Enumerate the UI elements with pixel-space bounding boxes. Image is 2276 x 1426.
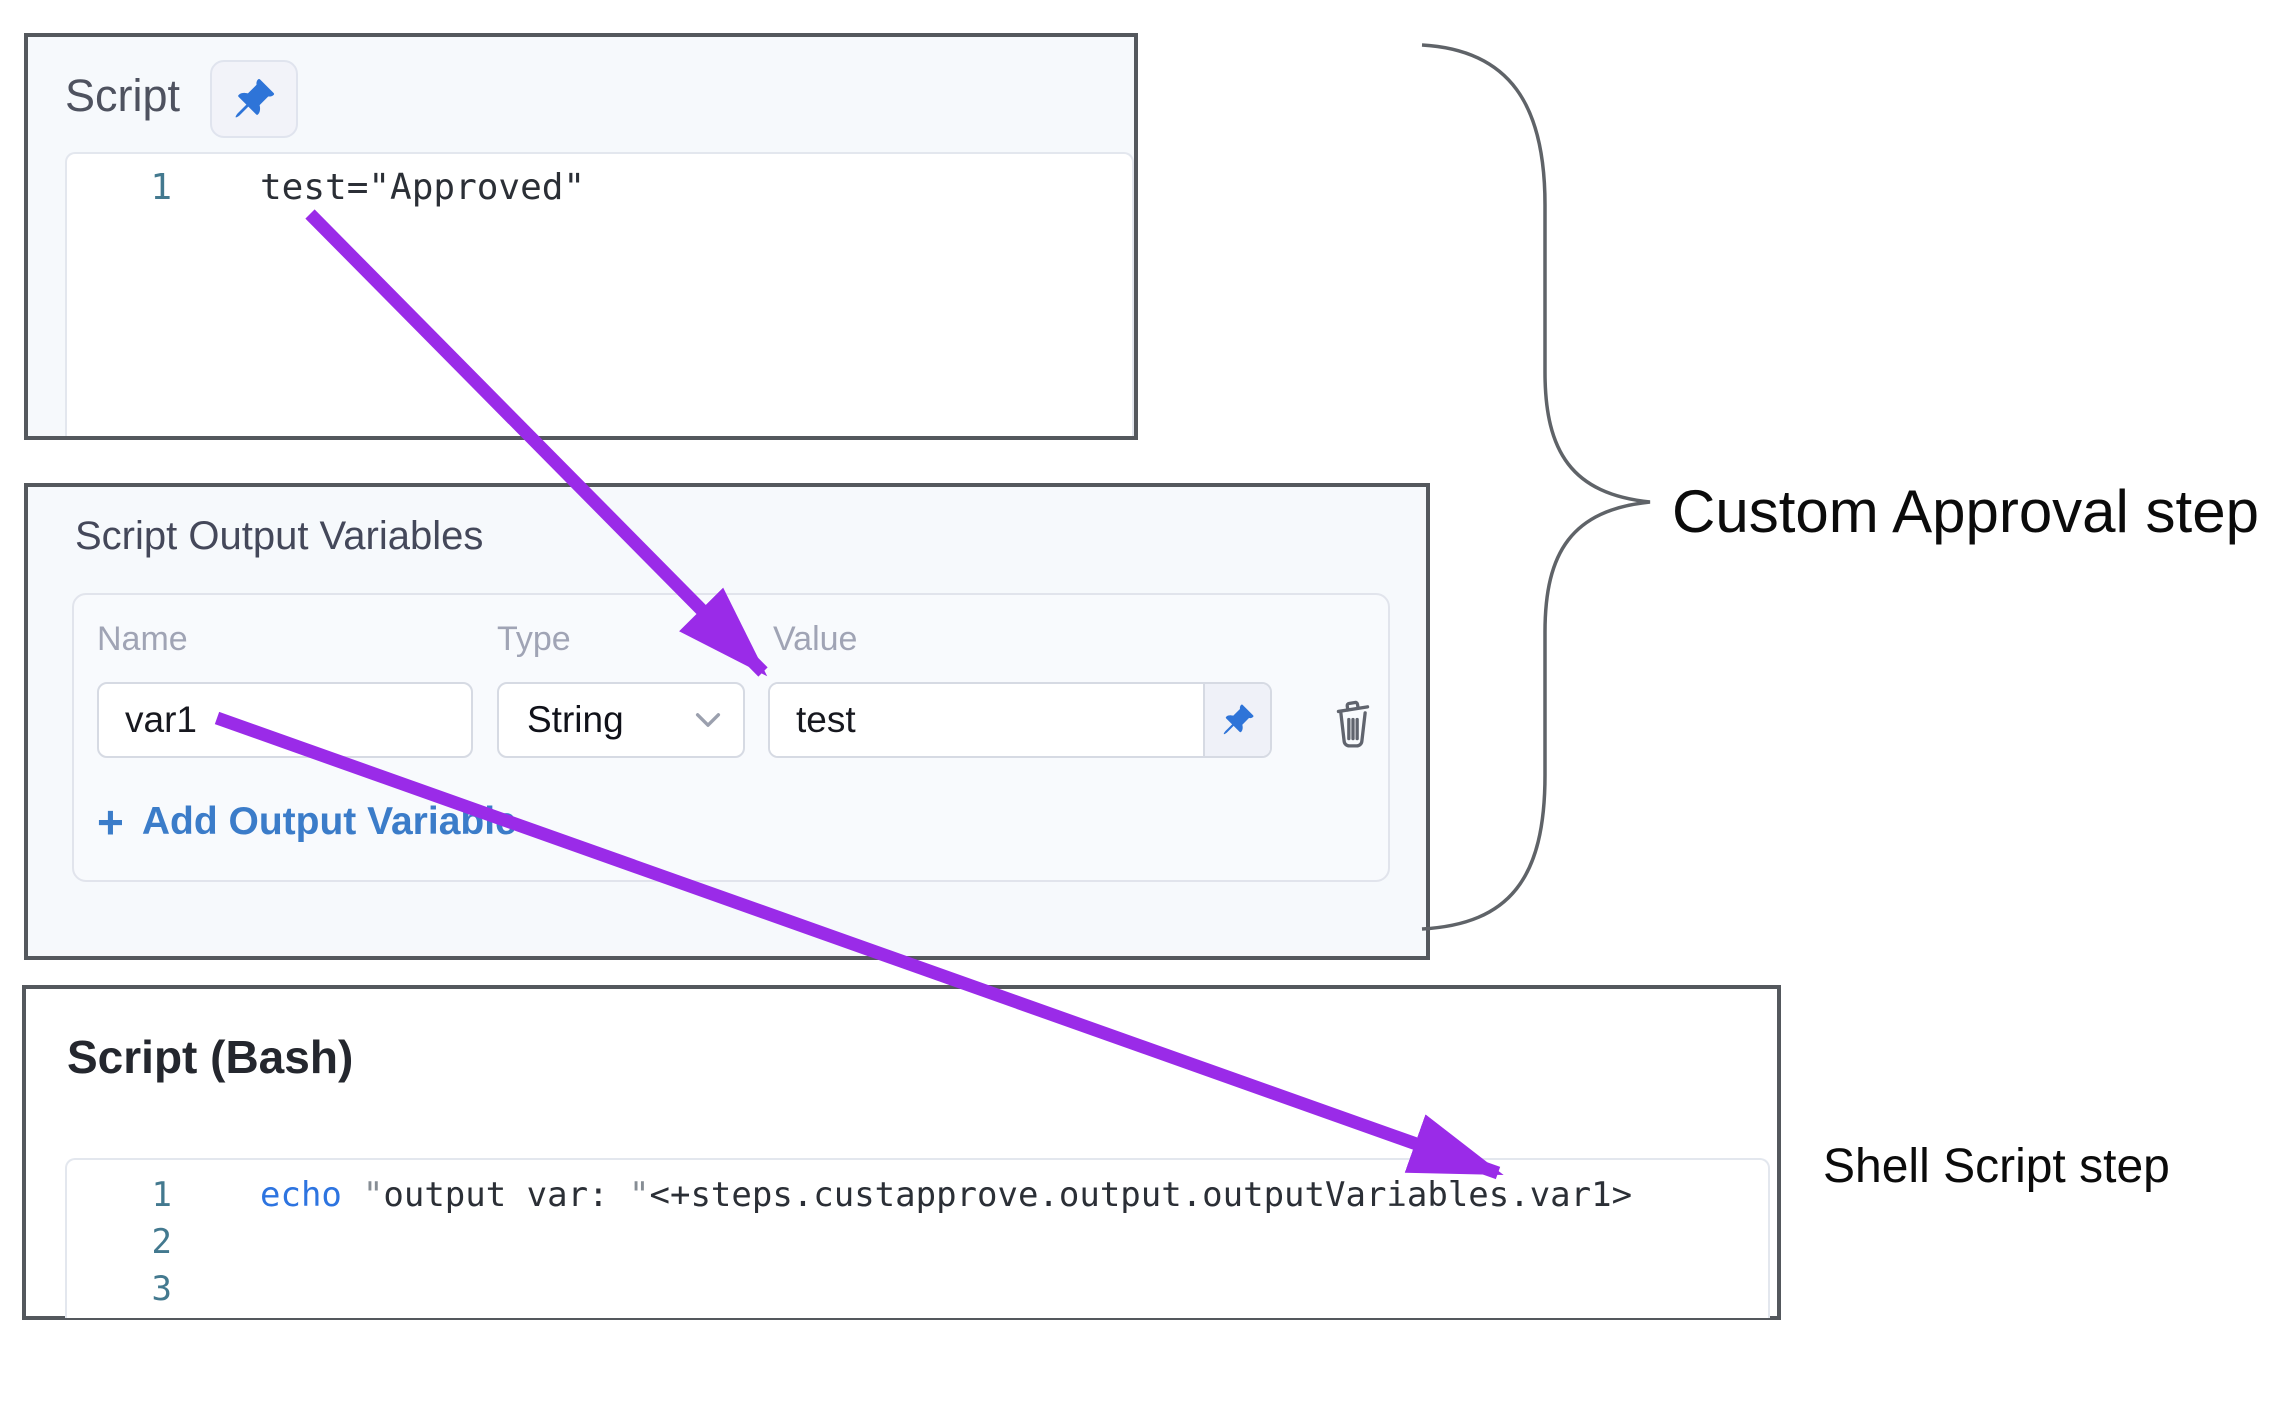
script-panel-title: Script <box>65 70 181 121</box>
code-text <box>172 1219 260 1266</box>
bash-panel-title: Script (Bash) <box>67 1031 354 1083</box>
line-number: 1 <box>150 167 172 208</box>
harness-expression: <+steps.custapprove.output.outputVariabl… <box>649 1175 1633 1215</box>
quote-mark: " <box>629 1175 650 1215</box>
value-pin-button[interactable] <box>1203 684 1270 756</box>
bash-code-editor[interactable]: 1 echo"output var: "<+steps.custapprove.… <box>65 1158 1770 1318</box>
curly-brace <box>1421 43 1651 931</box>
output-variables-box: Name Type Value String <box>72 593 1390 882</box>
string-literal: output var: <box>383 1175 630 1215</box>
code-line: 2 <box>67 1219 1768 1266</box>
variable-type-value: String <box>527 699 624 740</box>
line-number: 1 <box>151 1175 172 1215</box>
delete-variable-button[interactable] <box>1328 695 1378 751</box>
pin-toggle-button[interactable] <box>210 60 298 138</box>
code-line: 3 <box>67 1266 1768 1313</box>
variable-value-input[interactable] <box>770 684 1203 756</box>
value-column-label: Value <box>773 620 858 658</box>
output-variables-panel: Script Output Variables Name Type Value … <box>24 483 1430 960</box>
script-panel: Script 1 test="Approved" <box>24 33 1138 440</box>
code-text <box>172 1266 260 1313</box>
variable-value-field <box>768 682 1272 758</box>
code-text: echo"output var: "<+steps.custapprove.ou… <box>172 1172 1632 1219</box>
code-line: 1 test="Approved" <box>67 164 1132 212</box>
variable-name-input[interactable] <box>97 682 473 758</box>
add-output-variable-label: Add Output Variable <box>141 800 517 843</box>
script-code-editor[interactable]: 1 test="Approved" <box>65 152 1134 436</box>
pushpin-icon <box>1221 703 1255 737</box>
code-text: test="Approved" <box>260 167 586 208</box>
name-column-label: Name <box>97 620 188 658</box>
shell-script-step-label: Shell Script step <box>1823 1140 2170 1193</box>
pushpin-icon <box>232 77 276 121</box>
line-number: 3 <box>151 1269 172 1309</box>
custom-approval-step-label: Custom Approval step <box>1672 478 2259 545</box>
chevron-down-icon <box>695 713 721 727</box>
bash-script-panel: Script (Bash) 1 echo"output var: "<+step… <box>22 985 1781 1320</box>
add-output-variable-button[interactable]: + Add Output Variable <box>97 795 517 848</box>
echo-keyword: echo <box>260 1175 342 1215</box>
code-line: 1 echo"output var: "<+steps.custapprove.… <box>67 1172 1768 1219</box>
plus-icon: + <box>97 795 124 848</box>
type-column-label: Type <box>497 620 571 658</box>
line-number: 2 <box>151 1222 172 1262</box>
quote-mark: " <box>362 1175 384 1215</box>
output-variables-title: Script Output Variables <box>75 514 484 558</box>
trash-icon <box>1336 700 1370 748</box>
variable-type-select[interactable]: String <box>497 682 745 758</box>
